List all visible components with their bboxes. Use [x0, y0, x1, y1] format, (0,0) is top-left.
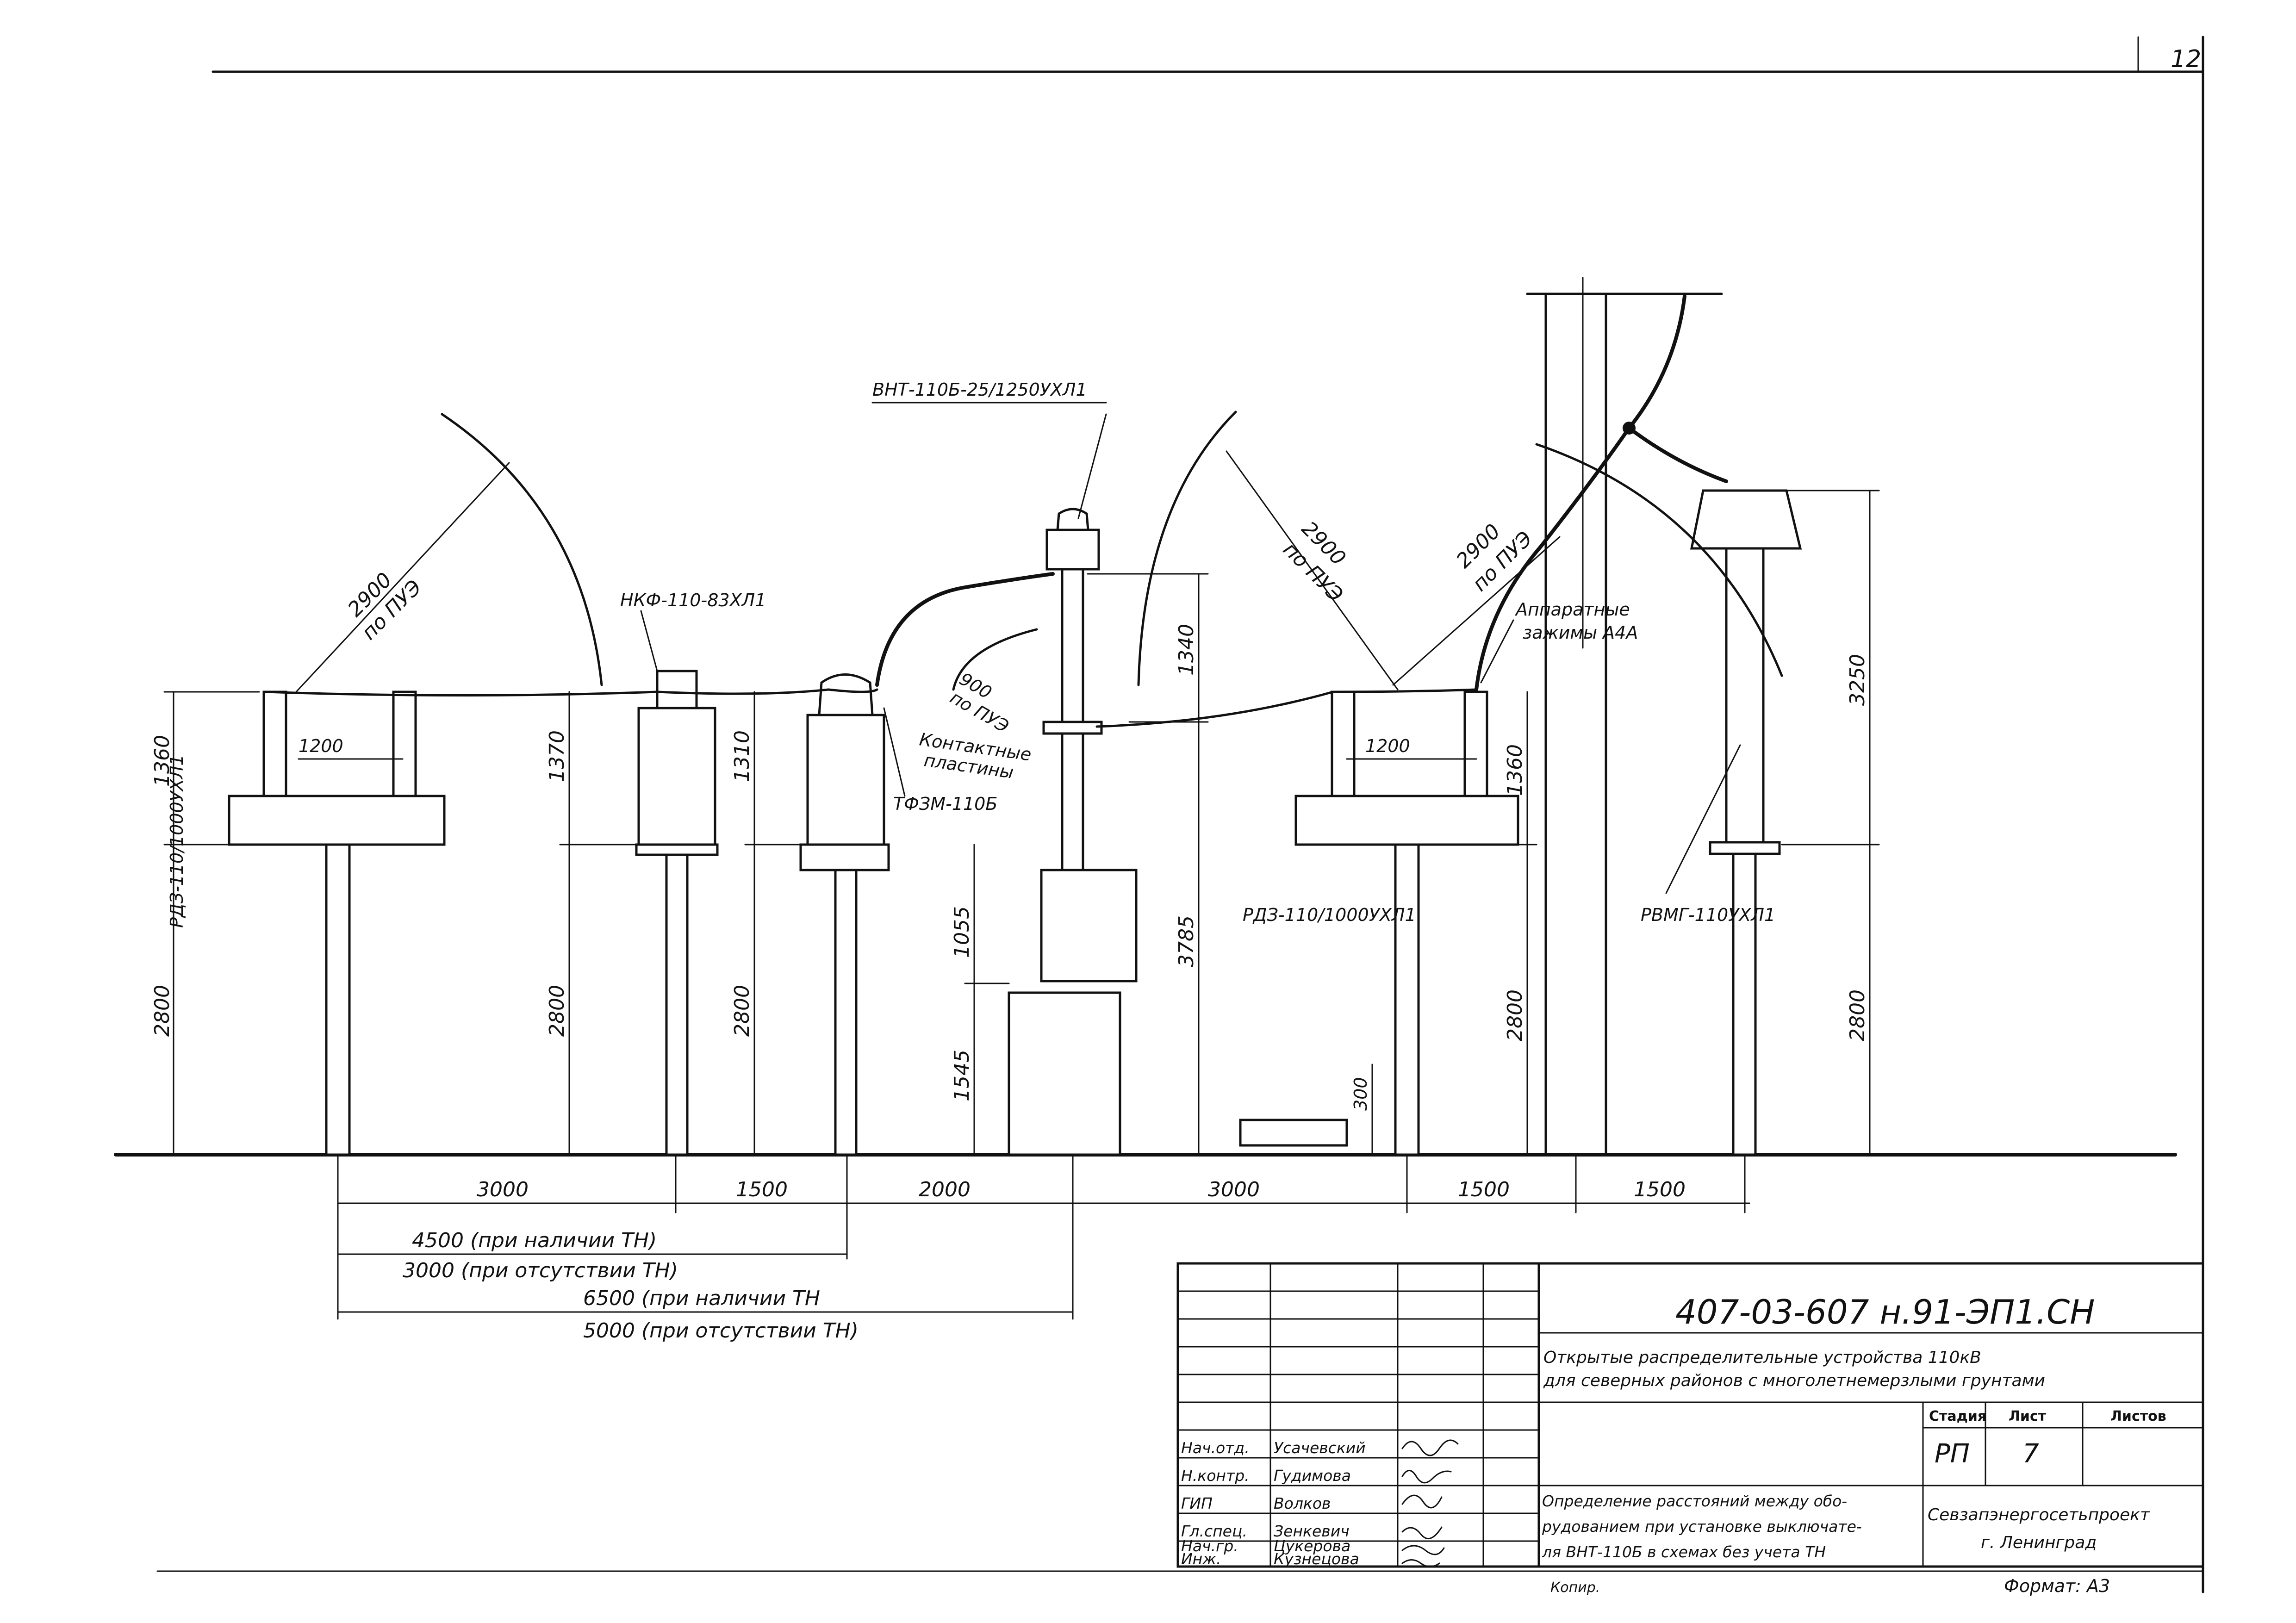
sheet-value: 7	[2022, 1439, 2039, 1469]
organization-name: Севзапэнергосетьпроект	[1928, 1505, 2150, 1524]
clearance-arcs	[295, 410, 1783, 693]
dim-1340: 1340	[1175, 624, 1198, 676]
span-1500-c: 1500	[1634, 1178, 1686, 1201]
dim-2800-vt: 2800	[545, 985, 569, 1037]
span-3000-a: 3000	[477, 1178, 529, 1201]
name-5: Цукерова	[1274, 1537, 1350, 1555]
stage-value: РП	[1935, 1439, 1970, 1469]
organization-city: г. Ленинград	[1981, 1533, 2097, 1552]
conductors	[265, 294, 1728, 728]
dim-1545: 1545	[950, 1050, 974, 1101]
span-2000: 2000	[919, 1178, 971, 1201]
span-1500-a: 1500	[736, 1178, 788, 1201]
name-1: Усачевский	[1274, 1439, 1366, 1457]
total-5000: 5000 (при отсутствии ТН)	[583, 1319, 859, 1343]
name-2: Гудимова	[1274, 1467, 1351, 1485]
role-2: Н.контр.	[1181, 1467, 1250, 1485]
cable-tray	[1239, 1119, 1348, 1147]
title-block	[1176, 1262, 2204, 1568]
voltage-transformer-label: НКФ-110-83ХЛ1	[620, 590, 766, 610]
dim-1200-right: 1200	[1365, 736, 1410, 756]
sheet-title-line2: рудованием при установке выключате-	[1542, 1517, 1862, 1536]
dim-1360-right: 1360	[1503, 744, 1527, 796]
document-code: 407-03-607 н.91-ЭП1.СН	[1675, 1293, 2095, 1331]
dim-2800-ct: 2800	[730, 985, 754, 1037]
format-mark: Формат: А3	[2004, 1576, 2110, 1596]
span-1500-b: 1500	[1458, 1178, 1510, 1201]
surge-arrester	[1690, 489, 1802, 1156]
circuit-breaker	[1008, 508, 1138, 1156]
sheet-number: 12	[2171, 45, 2201, 73]
total-3000: 3000 (при отсутствии ТН)	[403, 1259, 678, 1282]
name-3: Волков	[1274, 1494, 1331, 1512]
total-6500: 6500 (при наличии ТН	[583, 1287, 820, 1310]
disconnector-right	[1294, 690, 1519, 1156]
disconnector-left-label: РДЗ-110/1000УХЛ1	[167, 754, 187, 928]
circuit-breaker-label: ВНТ-110Б-25/1250УХЛ1	[872, 379, 1087, 400]
dim-2800-left: 2800	[150, 985, 174, 1037]
name-6: Кузнецова	[1274, 1550, 1359, 1568]
total-4500: 4500 (при наличии ТН)	[412, 1229, 657, 1252]
dim-2800-arrester: 2800	[1846, 989, 1869, 1041]
project-title-line1: Открытые распределительные устройства 11…	[1543, 1348, 1981, 1367]
disconnector-right-label: РДЗ-110/1000УХЛ1	[1243, 905, 1416, 925]
sheet-header: Лист	[2009, 1408, 2047, 1424]
span-3000-b: 3000	[1208, 1178, 1260, 1201]
dim-1200-left: 1200	[299, 736, 343, 756]
vertical-dimensions	[163, 490, 1880, 1156]
role-4: Гл.спец.	[1181, 1522, 1247, 1540]
role-1: Нач.отд.	[1181, 1439, 1250, 1457]
role-3: ГИП	[1181, 1494, 1213, 1512]
surge-arrester-label: РВМГ-110УХЛ1	[1641, 905, 1775, 925]
disconnector-left	[228, 690, 446, 1156]
voltage-transformer	[635, 670, 719, 1156]
clamps-label-2: зажимы А4А	[1523, 622, 1638, 643]
dim-1055: 1055	[950, 906, 974, 958]
project-title-line2: для северных районов с многолетнемерзлым…	[1543, 1371, 2045, 1390]
sheet-title-line1: Определение расстояний между обо-	[1542, 1492, 1847, 1510]
portal-column	[1526, 277, 1723, 1156]
signatures	[1401, 1439, 1459, 1567]
dim-1370: 1370	[545, 730, 569, 782]
copied-mark: Копир.	[1550, 1579, 1600, 1596]
clamps-label-1: Аппаратные	[1514, 599, 1630, 620]
dim-1310: 1310	[730, 730, 754, 782]
name-4: Зенкевич	[1274, 1522, 1350, 1540]
sheet-title-line3: ля ВНТ-110Б в схемах без учета ТН	[1542, 1543, 1826, 1561]
role-5: Нач.гр.	[1181, 1537, 1238, 1555]
span-dimensions	[337, 1154, 1750, 1320]
stage-header: Стадия	[1929, 1408, 1986, 1424]
role-6: Инж.	[1181, 1550, 1221, 1568]
dim-3785: 3785	[1175, 915, 1198, 967]
sheets-header: Листов	[2110, 1408, 2166, 1424]
dim-1360-left: 1360	[150, 735, 174, 787]
dim-300: 300	[1350, 1077, 1371, 1111]
dim-2800-right: 2800	[1503, 989, 1527, 1041]
current-transformer-label: ТФЗМ-110Б	[893, 794, 997, 814]
current-transformer	[799, 673, 890, 1156]
dim-3250: 3250	[1846, 654, 1869, 706]
